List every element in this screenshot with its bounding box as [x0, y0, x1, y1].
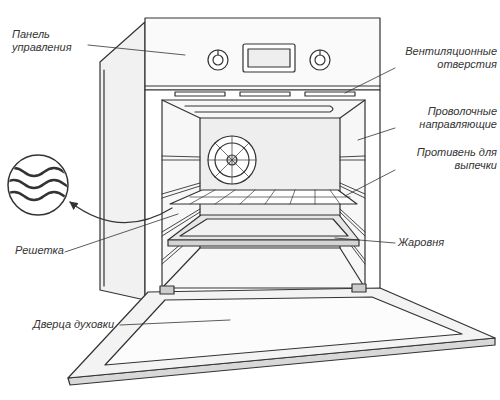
- leader-line: [335, 238, 395, 243]
- part-label: Решетка: [15, 244, 75, 257]
- knob-mark: [217, 50, 218, 55]
- tray-rim: [168, 240, 359, 246]
- cavity-edge: [340, 100, 365, 118]
- door-glass: [105, 297, 462, 365]
- leader-line: [345, 68, 395, 93]
- wire-wave: [4, 180, 84, 188]
- part-label: Проволочные направляющие: [393, 105, 497, 131]
- fan-grille: [208, 136, 256, 184]
- cavity-edge: [162, 248, 200, 288]
- oven-door: [68, 288, 495, 378]
- oven-side: [100, 22, 145, 300]
- rack-wires: [190, 190, 350, 204]
- oven-frame: [145, 90, 380, 295]
- part-label: Вентиляционные отверстия: [393, 45, 497, 71]
- leader-line: [358, 128, 395, 140]
- leader-line: [88, 45, 185, 55]
- cavity-edge: [162, 100, 200, 118]
- part-label: Панель управления: [12, 28, 87, 54]
- door-hinge: [160, 286, 174, 294]
- knob-center: [315, 55, 325, 65]
- control-panel: [145, 18, 380, 90]
- tray-bottom: [180, 219, 348, 236]
- leader-lines: [65, 45, 395, 325]
- knob: [208, 50, 228, 70]
- leader-line: [65, 214, 178, 252]
- panel-edge: [145, 85, 380, 86]
- vent-slot: [305, 92, 355, 96]
- part-label: Противень для выпечки: [393, 146, 497, 172]
- knob: [310, 50, 330, 70]
- wire-wave: [4, 168, 84, 176]
- display-screen: [248, 49, 290, 67]
- side-edge: [103, 70, 104, 286]
- magnifier: [8, 155, 68, 215]
- wire-wave: [4, 192, 84, 200]
- part-label: Жаровня: [398, 236, 493, 249]
- cavity-edge: [340, 248, 365, 288]
- display: [243, 44, 295, 72]
- oven-opening: [162, 100, 365, 288]
- magnify-arrow: [70, 202, 172, 223]
- vent-slot: [175, 92, 225, 96]
- knob-mark: [319, 50, 320, 55]
- door-hinge: [352, 284, 366, 292]
- wire-guide: [340, 156, 365, 264]
- magnified-rack: [4, 168, 84, 200]
- oven-rack: [170, 190, 357, 204]
- leader-line: [120, 320, 230, 325]
- heating-element: [185, 106, 333, 112]
- roasting-tray: [168, 215, 359, 240]
- leader-line: [345, 170, 395, 196]
- knob-center: [213, 55, 223, 65]
- fan-guard: [208, 136, 256, 184]
- part-label: Дверца духовки: [33, 318, 143, 331]
- vent-slot: [240, 92, 290, 96]
